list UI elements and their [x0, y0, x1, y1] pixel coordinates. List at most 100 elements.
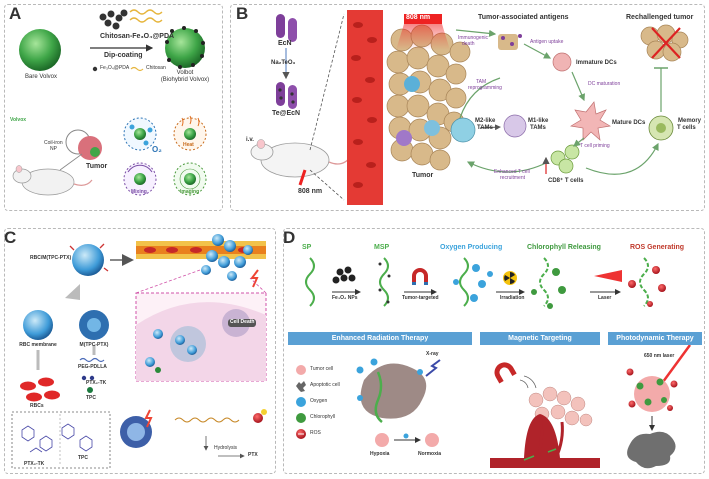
hypoxia-label: Hypoxia	[370, 451, 390, 457]
panel-a-label: A	[9, 4, 22, 23]
legend-chlorophyll	[296, 413, 306, 423]
stage-ros: ROS Generating	[630, 244, 685, 251]
m1-tam	[503, 114, 527, 138]
enhanced-label: Enhanced T cell	[494, 169, 530, 175]
hydrolysis-label: Hydrolysis	[214, 445, 238, 451]
peg-label: PEG-PDLLA	[78, 364, 107, 370]
memory-label: Memory	[678, 118, 702, 124]
tam-reprog-label-2: reprogramming	[468, 85, 502, 91]
ptx-label: PTX	[248, 452, 258, 458]
bar-radiation: Enhanced Radiation Therapy	[288, 332, 472, 345]
m2-label-2: TAMs	[477, 125, 493, 131]
dc-maturation-label: DC maturation	[588, 81, 621, 87]
laser-label-d: Laser	[598, 295, 612, 301]
ecn-bacterium	[276, 14, 285, 38]
blood-vessel	[347, 10, 383, 205]
oxygen-spiral	[459, 257, 469, 307]
ecn-label: EcN	[278, 40, 292, 47]
chlorophyll-dots	[531, 268, 566, 309]
m-tpc-label: M(TPC-PTX)	[79, 342, 109, 348]
magnet-d	[494, 362, 517, 384]
mixing-label: Mixing	[131, 189, 147, 195]
pdt-tumor-cell	[634, 376, 670, 412]
laser-wedge	[594, 270, 622, 282]
reagent-label: Na₂TeO₃	[271, 60, 296, 66]
legend-chitosan-line	[130, 66, 144, 72]
ptx2tk-label: PTX₂-TK	[24, 461, 45, 467]
laser-left-label: 808 nm	[298, 188, 323, 195]
rbc-membrane-label: RBC membrane	[19, 342, 57, 348]
rbc-top-label: RBC/M(TPC-PTX)	[30, 255, 72, 261]
rbc-membrane-sphere	[23, 310, 53, 340]
xray-bolt	[425, 359, 441, 377]
m1-label: M1-like	[528, 118, 549, 124]
volbot-sphere	[165, 28, 205, 68]
dip-coating-label: Dip-coating	[104, 52, 143, 59]
bare-volvox-label: Bare Volvox	[24, 74, 58, 80]
stage-chlorophyll: Chlorophyll Releasing	[527, 244, 601, 251]
te-ecn-bacterium	[276, 82, 285, 106]
fe3o4-nanoparticles	[99, 9, 128, 30]
cd8-t-cells	[550, 144, 580, 174]
magnet-icon	[412, 268, 428, 282]
normoxia-cell	[425, 433, 439, 447]
coil-label: Coil-iron	[44, 140, 63, 146]
legend-apoptotic-cell	[296, 381, 306, 392]
triangle-marker	[65, 284, 80, 300]
rbc-mtpc-top	[72, 244, 104, 276]
rechallenged-tumor	[640, 24, 689, 62]
m1-label-2: TAMs	[530, 125, 546, 131]
nanoparticle-cluster	[201, 234, 253, 281]
ros-spiral	[639, 257, 649, 307]
legend-apoptotic-label: Apoptotic cell	[310, 382, 340, 388]
enhanced-label-2: recruitment	[500, 175, 526, 181]
laser-beam-b	[298, 169, 307, 186]
stage-sp: SP	[302, 244, 312, 251]
tam-reprog-label: TAM	[476, 79, 487, 85]
oxygen-bubbles	[453, 264, 493, 302]
stage-oxygen: Oxygen Producing	[440, 244, 503, 251]
coating-label: Chitosan-Fe₃O₄@PDA	[100, 33, 175, 40]
legend-tumor-cell	[296, 365, 306, 375]
rbcs-label: RBCs	[30, 403, 44, 409]
fe-nps-cluster	[332, 266, 356, 284]
heat-label: Heat	[183, 142, 194, 148]
radiation-tumor-blob	[360, 363, 427, 419]
coil-label-2: NP	[50, 146, 57, 152]
mature-dc-label: Mature DCs	[612, 120, 646, 126]
immunogenic-label: Immunogenic	[458, 35, 489, 41]
legend-oxygen-label: Oxygen	[310, 398, 328, 404]
volvox-small-label: Volvox	[10, 117, 27, 123]
tumor-targeted-label: Tumor-targeted	[402, 295, 439, 301]
memory-label-2: T cells	[677, 125, 696, 131]
legend-ros-label: ROS	[310, 430, 321, 436]
chlorophyll-spiral	[539, 257, 549, 307]
m2-label: M2-like	[475, 118, 496, 124]
panel-b	[230, 4, 705, 211]
immature-dc	[552, 52, 572, 72]
ros-sphere	[253, 413, 263, 423]
bare-volvox-sphere	[19, 29, 61, 71]
molecule-box	[11, 411, 111, 469]
fe-nps-label: Fe₃O₄ NPs	[332, 295, 358, 301]
priming-label: T cell priming	[580, 143, 610, 149]
pdt-laser	[658, 344, 692, 387]
irradiation-label: Irradiation	[500, 295, 525, 301]
cd8-label: CD8⁺ T cells	[548, 178, 584, 184]
death-label: death	[462, 41, 475, 47]
laser650-label: 650 nm laser	[644, 353, 675, 359]
red-blood-cells	[351, 22, 377, 188]
hypoxia-cell	[375, 433, 389, 447]
bar-photodynamic: Photodynamic Therapy	[608, 332, 702, 345]
m2-tam	[450, 117, 476, 143]
legend-fe-dot	[92, 66, 98, 72]
volbot-nanoparticles	[165, 26, 205, 69]
cell-death-label: Cell Death	[228, 319, 257, 327]
tpc-glyph	[87, 387, 93, 393]
mature-dc	[570, 101, 611, 141]
rechallenged-label: Rechallenged tumor	[626, 14, 694, 21]
ros-dots	[628, 266, 666, 307]
rechallenged-cross	[651, 27, 681, 59]
